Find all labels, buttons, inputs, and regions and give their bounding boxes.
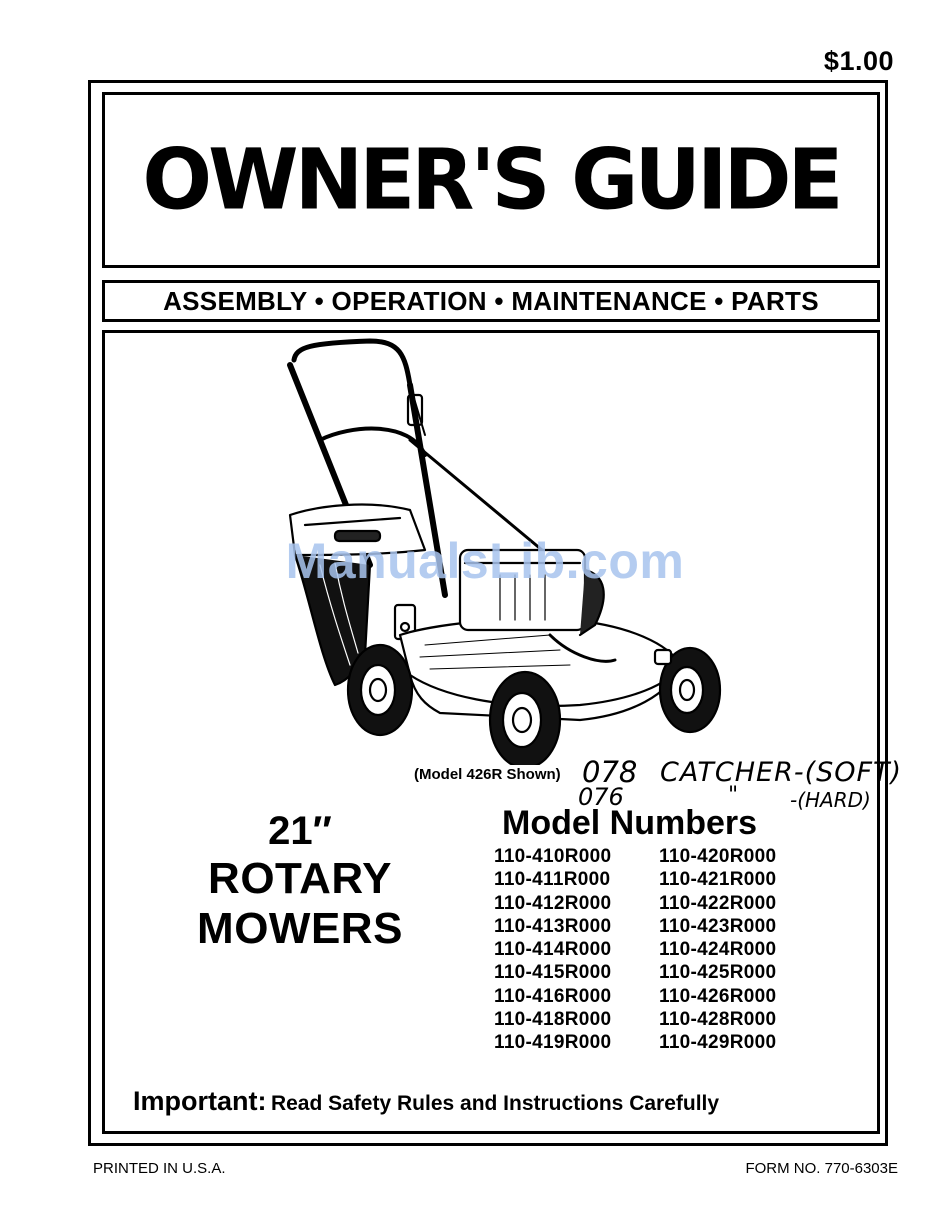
model-number: 110-426R000 — [659, 985, 777, 1007]
form-number: FORM NO. 770-6303E — [745, 1160, 898, 1177]
handwritten-note-2: -(HARD) — [790, 788, 871, 812]
image-caption: (Model 426R Shown) — [414, 766, 561, 783]
printed-in: PRINTED IN U.S.A. — [93, 1160, 226, 1177]
model-number: 110-411R000 — [494, 869, 611, 891]
important-notice: Important: Read Safety Rules and Instruc… — [133, 1086, 719, 1117]
model-number: 110-428R000 — [659, 1009, 777, 1031]
model-numbers-heading: Model Numbers — [502, 804, 758, 842]
content-box — [102, 330, 880, 1134]
product-title: 21″ ROTARY MOWERS — [170, 808, 430, 954]
model-number: 110-425R000 — [659, 962, 777, 984]
model-number: 110-424R000 — [659, 939, 777, 961]
handwritten-note-1: CATCHER-(SOFT) — [660, 757, 903, 788]
page-border — [88, 80, 888, 1146]
handwritten-code-2: 076 — [578, 783, 624, 811]
lawn-mower-illustration — [287, 338, 722, 765]
model-number: 110-419R000 — [494, 1032, 612, 1054]
model-number: 110-418R000 — [494, 1009, 612, 1031]
document-title: OWNER'S GUIDE — [142, 131, 843, 229]
model-number: 110-423R000 — [659, 915, 777, 937]
price: $1.00 — [823, 46, 894, 76]
model-number: 110-420R000 — [659, 846, 777, 867]
important-text: Read Safety Rules and Instructions Caref… — [270, 1092, 720, 1115]
title-box: OWNER'S GUIDE — [102, 92, 880, 268]
model-number: 110-415R000 — [494, 962, 612, 984]
model-number: 110-410R000 — [494, 846, 612, 867]
model-number: 110-413R000 — [494, 915, 612, 937]
document-subtitle: ASSEMBLY • OPERATION • MAINTENANCE • PAR… — [163, 285, 819, 316]
model-numbers-list: 110-410R000 110-420R000 110-411R000 110-… — [494, 845, 814, 1055]
model-number: 110-412R000 — [494, 892, 612, 914]
handwritten-code-1: 078 — [582, 755, 638, 789]
model-number: 110-422R000 — [659, 892, 777, 914]
product-line-1: ROTARY — [208, 854, 392, 903]
model-number: 110-429R000 — [659, 1032, 777, 1054]
handwritten-ditto: " — [728, 783, 739, 808]
model-number: 110-416R000 — [494, 985, 612, 1007]
watermark: ManualsLib.com — [285, 533, 685, 589]
product-line-2: MOWERS — [197, 904, 403, 953]
important-label: Important: — [133, 1086, 267, 1116]
model-number: 110-414R000 — [494, 939, 612, 961]
mower-size: 21″ — [268, 809, 332, 853]
subtitle-box: ASSEMBLY • OPERATION • MAINTENANCE • PAR… — [102, 280, 880, 322]
model-number: 110-421R000 — [659, 869, 777, 891]
